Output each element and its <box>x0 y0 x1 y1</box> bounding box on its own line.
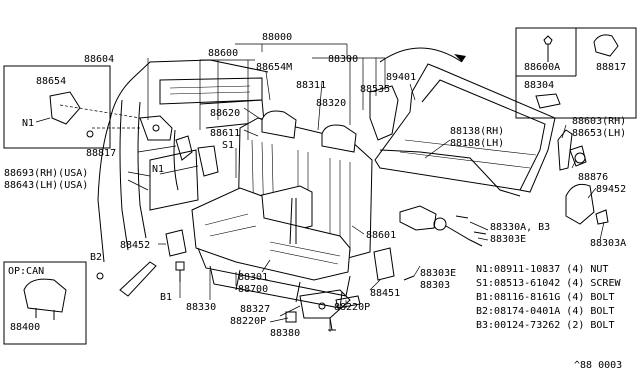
label-88451: 88451 <box>370 288 400 299</box>
label-88653: 88653(LH) <box>572 128 626 139</box>
label-88535: 88535 <box>360 84 390 95</box>
bolts-88330a <box>455 215 487 235</box>
legend-row-b2: B2:08174-0401A (4) BOLT <box>476 306 614 317</box>
label-b2: B2 <box>90 252 102 263</box>
label-88300: 88300 <box>328 54 358 65</box>
cab-side-panel <box>97 59 269 263</box>
label-89401: 89401 <box>386 72 416 83</box>
label-88303a: 88303A <box>590 238 626 249</box>
label-88220p-left: 88220P <box>230 316 266 327</box>
option-box-headrest <box>3 261 87 345</box>
label-88700: 88700 <box>238 284 268 295</box>
label-88400: 88400 <box>10 322 40 333</box>
fold-direction-arrow <box>379 47 466 63</box>
label-88330a: 88330A, B3 <box>490 222 550 233</box>
inset-box-top-right <box>515 27 637 119</box>
belt-buckle-assembly <box>369 85 521 247</box>
inset-box-88654 <box>3 65 111 149</box>
bracket-88452 <box>165 229 187 257</box>
seat-back-frame <box>374 63 556 193</box>
label-88311: 88311 <box>296 80 326 91</box>
label-88654m: 88654M <box>256 62 292 73</box>
label-88303: 88303 <box>420 280 450 291</box>
label-88452: 88452 <box>120 240 150 251</box>
fastener-legend: N1:08911-10837 (4) NUT S1:08513-61042 (4)… <box>476 264 621 331</box>
legend-row-b1: B1:08116-8161G (4) BOLT <box>476 292 614 303</box>
legend-row-b3: B3:00124-73262 (2) BOLT <box>476 320 614 331</box>
label-88643: 88643(LH)(USA) <box>4 180 88 191</box>
bench-seat-assembly <box>191 110 373 309</box>
label-88620: 88620 <box>210 108 240 119</box>
label-88876: 88876 <box>578 172 608 183</box>
label-88220p-right: 88220P <box>334 302 370 313</box>
hinge-bracket-left <box>139 115 193 161</box>
bracket-88451 <box>373 247 415 281</box>
label-88817-box: 88817 <box>596 62 626 73</box>
label-88600: 88600 <box>208 48 238 59</box>
trim-cover-left <box>197 145 219 177</box>
legend-row-n1: N1:08911-10837 (4) NUT <box>476 264 608 275</box>
label-88654: 88654 <box>36 76 66 87</box>
label-88817-left: 88817 <box>86 148 116 159</box>
label-88301: 88301 <box>238 272 268 283</box>
callout-labels: 88000 88600 88300 88604 88654 88654M 883… <box>4 32 626 371</box>
lever-b2 <box>96 261 157 297</box>
label-88000: 88000 <box>262 32 292 43</box>
label-88600a: 88600A <box>524 62 560 73</box>
label-88138: 88138(RH) <box>450 126 504 137</box>
legend-row-s1: S1:08513-61042 (4) SCREW <box>476 278 621 289</box>
label-footer-code: ^88 0003 <box>574 360 622 371</box>
label-n1-left: N1 <box>152 164 164 175</box>
label-88693: 88693(RH)(USA) <box>4 168 88 179</box>
latch-89452 <box>565 183 609 225</box>
label-n1-box: N1 <box>22 118 34 129</box>
label-88611: 88611 <box>210 128 240 139</box>
label-88327: 88327 <box>240 304 270 315</box>
label-88303e-right: 88303E <box>490 234 526 245</box>
label-88603: 88603(RH) <box>572 116 626 127</box>
label-88380: 88380 <box>270 328 300 339</box>
label-88188: 88188(LH) <box>450 138 504 149</box>
label-op-can: OP:CAN <box>8 266 44 277</box>
label-88303e-bottom: 88303E <box>420 268 456 279</box>
label-88601: 88601 <box>366 230 396 241</box>
label-s1-left: S1 <box>222 140 234 151</box>
label-88330: 88330 <box>186 302 216 313</box>
lock-88876 <box>574 152 586 164</box>
label-89452: 89452 <box>596 184 626 195</box>
leader-lines <box>59 43 605 332</box>
bolt-b1 <box>175 261 185 282</box>
label-88320: 88320 <box>316 98 346 109</box>
label-b1: B1 <box>160 292 172 303</box>
label-88604: 88604 <box>84 54 114 65</box>
striker-88603 <box>557 129 587 171</box>
label-88304: 88304 <box>524 80 554 91</box>
